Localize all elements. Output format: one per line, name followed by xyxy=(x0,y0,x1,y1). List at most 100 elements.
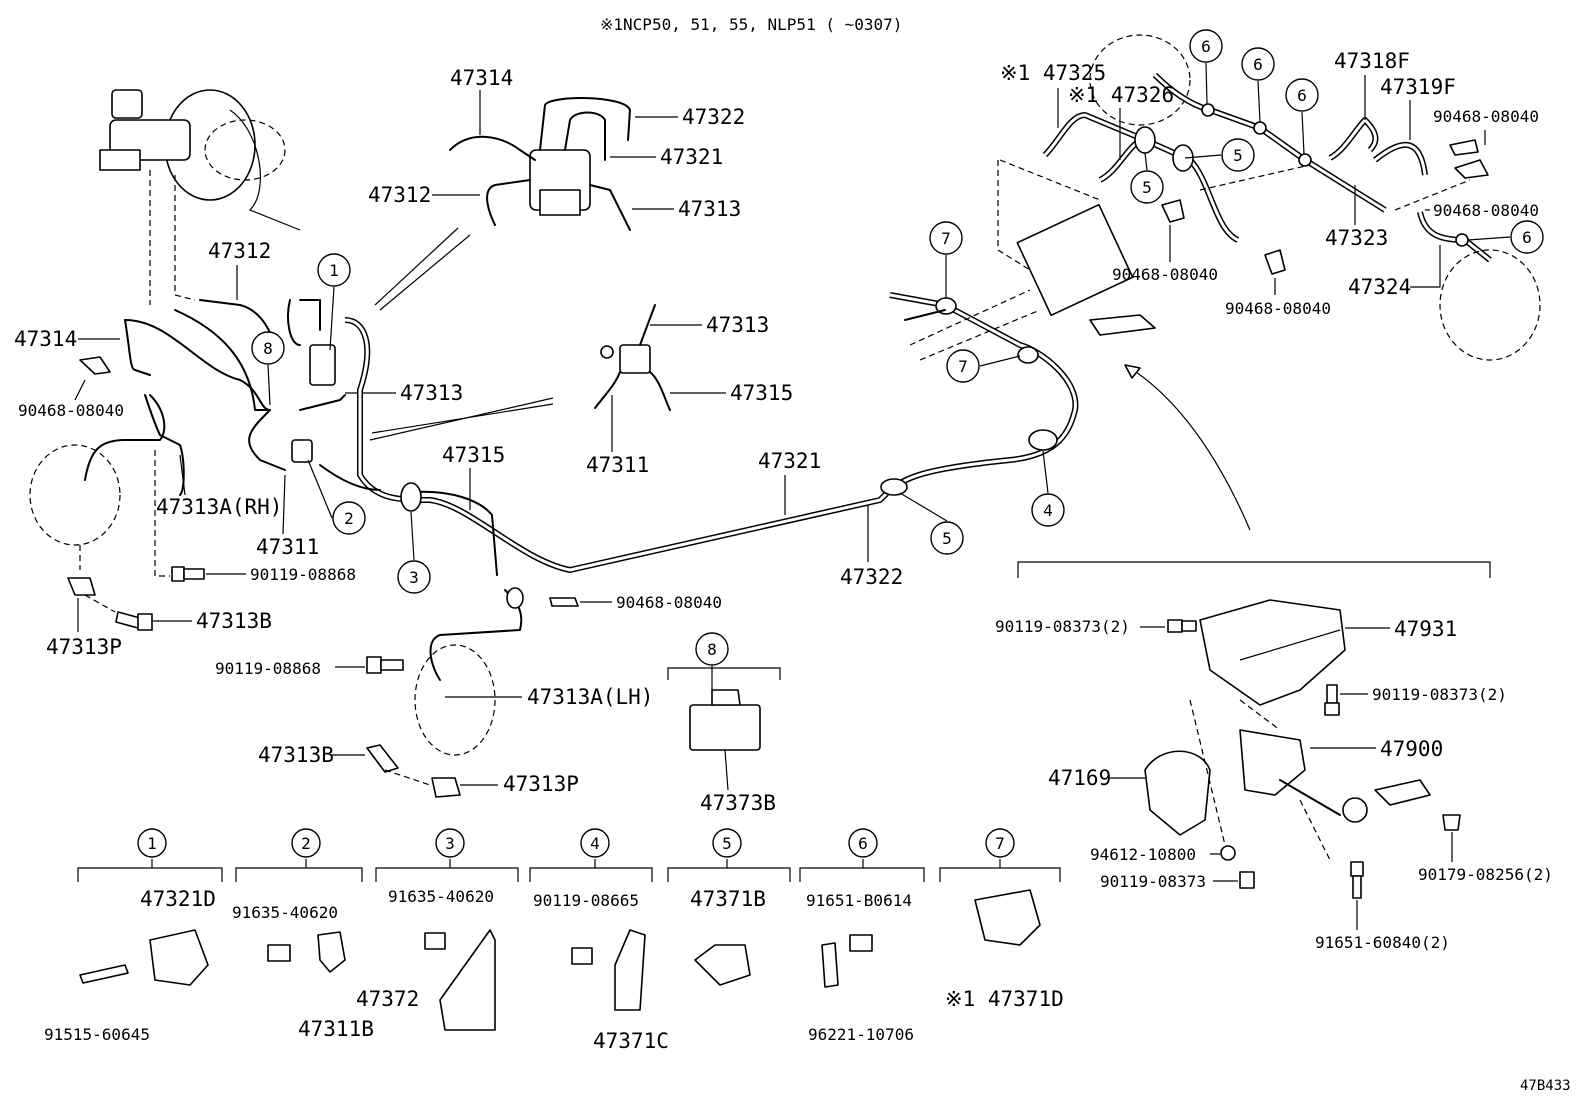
callout-number: 8 xyxy=(707,640,717,659)
diagram-code: 47B433 xyxy=(1520,1078,1571,1094)
group-number: 4 xyxy=(590,834,600,853)
group3-parts-illustration xyxy=(424,929,496,1031)
bolt-90119-08868-b xyxy=(366,656,404,674)
tee-junction-detail xyxy=(594,304,671,411)
label-47313b-a: 47313B xyxy=(196,609,272,633)
callout-number: 7 xyxy=(958,357,968,376)
group-number: 7 xyxy=(995,834,1005,853)
label-90119-08373: 90119-08373 xyxy=(1100,872,1206,891)
callout-6: 6 xyxy=(1467,220,1544,254)
callout-number: 1 xyxy=(329,261,339,280)
detail-group-7: 7※1 47371D xyxy=(939,828,1064,1011)
label-47326: ※1 47326 xyxy=(1068,83,1174,107)
label-47311-left: 47311 xyxy=(256,535,319,559)
label-47313-mid: 47313 xyxy=(400,381,463,405)
label-90468-r1: 90468-08040 xyxy=(1433,107,1539,126)
label-90468-left: 90468-08040 xyxy=(18,401,124,420)
rear-brake-lines xyxy=(909,34,1541,361)
group5-parts-illustration xyxy=(694,944,751,986)
callout-number: 5 xyxy=(1142,178,1152,197)
label-94612: 94612-10800 xyxy=(1090,845,1196,864)
part-number-label: 90119-08665 xyxy=(533,891,639,910)
label-47323: 47323 xyxy=(1325,226,1388,250)
bolt-90119-08373 xyxy=(1239,871,1255,889)
group1-parts-illustration xyxy=(79,929,209,986)
callout-number: 6 xyxy=(1201,37,1211,56)
label-47315-tee: 47315 xyxy=(730,381,793,405)
callout-5: 5 xyxy=(899,492,964,555)
proportioning-valve-detail xyxy=(449,97,631,231)
label-47373b: 47373B xyxy=(700,791,776,815)
label-47319f: 47319F xyxy=(1380,75,1456,99)
header-note: ※1NCP50, 51, 55, NLP51 ( ~0307) xyxy=(600,15,902,34)
label-47318f: 47318F xyxy=(1334,49,1410,73)
part-number-label: 47321D xyxy=(140,887,216,911)
bolt-91651-60840 xyxy=(1350,861,1364,899)
label-47313a-lh: 47313A(LH) xyxy=(527,685,653,709)
label-47314-top: 47314 xyxy=(450,66,513,90)
callout-8: 8 xyxy=(251,331,285,406)
label-47900: 47900 xyxy=(1380,737,1443,761)
callout-number: 2 xyxy=(344,509,354,528)
label-47325: ※1 47325 xyxy=(1000,61,1106,85)
label-47322-top: 47322 xyxy=(682,105,745,129)
bolt-90119-08373-2a xyxy=(1167,619,1197,633)
group2-parts-illustration xyxy=(267,931,346,973)
clamp-47373b xyxy=(689,689,761,791)
label-90468-r2: 90468-08040 xyxy=(1433,201,1539,220)
callout-number: 4 xyxy=(1043,501,1053,520)
label-47313b-b: 47313B xyxy=(258,743,334,767)
clip-90468-r2 xyxy=(1454,159,1489,179)
nut-90179 xyxy=(1442,814,1461,831)
label-47321-top: 47321 xyxy=(660,145,723,169)
part-number-label: 91635-40620 xyxy=(388,887,494,906)
bolt-47313b-a xyxy=(115,611,153,631)
label-90119-08868-a: 90119-08868 xyxy=(250,565,356,584)
label-90119-08373-2a: 90119-08373(2) xyxy=(995,617,1130,636)
callout-number: 6 xyxy=(1297,86,1307,105)
label-90119-08373-2b: 90119-08373(2) xyxy=(1372,685,1507,704)
clip-90468-left xyxy=(79,356,111,375)
callout-6: 6 xyxy=(1285,78,1319,155)
callout-7: 7 xyxy=(929,221,963,298)
part-number-label: 91515-60645 xyxy=(44,1025,150,1044)
clip-90468-r4 xyxy=(1264,249,1286,275)
clip-90468-r3 xyxy=(1161,199,1185,223)
callout-6: 6 xyxy=(1189,29,1223,105)
bolt-90119-08373-2b xyxy=(1324,684,1340,716)
label-90179: 90179-08256(2) xyxy=(1418,865,1553,884)
callout-number: 6 xyxy=(1253,55,1263,74)
label-47324: 47324 xyxy=(1348,275,1411,299)
center-brake-lines xyxy=(319,292,1079,681)
label-47321-main: 47321 xyxy=(758,449,821,473)
label-47313p-a: 47313P xyxy=(46,635,122,659)
label-90468-r3: 90468-08040 xyxy=(1112,265,1218,284)
callout-3: 3 xyxy=(397,511,431,594)
label-47313-top: 47313 xyxy=(678,197,741,221)
label-47322-main: 47322 xyxy=(840,565,903,589)
group-number: 5 xyxy=(722,834,732,853)
label-90468-center: 90468-08040 xyxy=(616,593,722,612)
load-sensing-valve-assembly xyxy=(1144,599,1431,861)
group6-parts-illustration xyxy=(821,934,873,988)
group-number: 3 xyxy=(445,834,455,853)
callout-number: 8 xyxy=(263,339,273,358)
label-91651-60840: 91651-60840(2) xyxy=(1315,933,1450,952)
callout-7: 7 xyxy=(946,349,1021,383)
bolt-90119-08868-a xyxy=(171,566,205,582)
bolt-47313b-b xyxy=(366,744,399,773)
label-47931: 47931 xyxy=(1394,617,1457,641)
part-number-label: 47371B xyxy=(690,887,766,911)
part-number-label: 96221-10706 xyxy=(808,1025,914,1044)
group7-parts-illustration xyxy=(974,889,1041,946)
clip-90468-r1 xyxy=(1449,139,1479,156)
detail-group-8 xyxy=(667,667,781,680)
label-47311-tee: 47311 xyxy=(586,453,649,477)
label-90119-08868-b: 90119-08868 xyxy=(215,659,321,678)
